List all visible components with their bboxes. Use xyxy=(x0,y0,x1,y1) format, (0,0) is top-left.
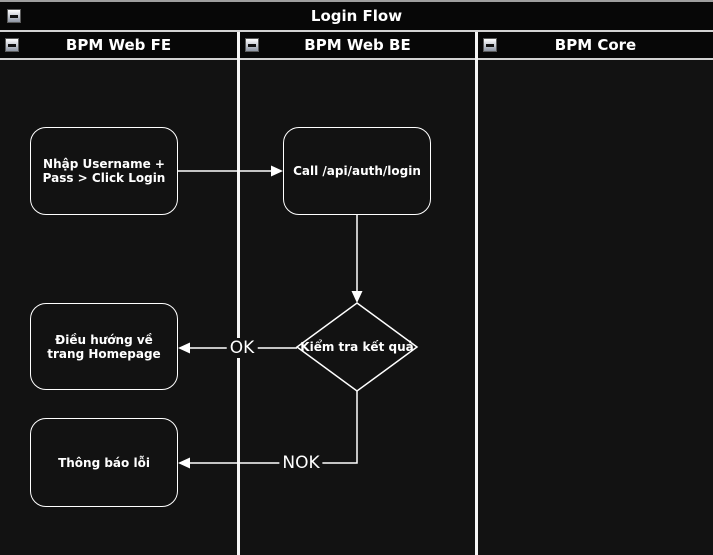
node-label: Thông báo lỗi xyxy=(58,455,150,470)
node-label: Call /api/auth/login xyxy=(293,164,421,178)
node-call-login-api[interactable]: Call /api/auth/login xyxy=(283,127,431,215)
lane-separator-be-core xyxy=(475,32,478,555)
arrowhead-right-icon xyxy=(271,165,283,177)
lane-label-core: BPM Core xyxy=(554,36,637,54)
edge-label-ok[interactable]: OK xyxy=(226,338,258,358)
header-separator xyxy=(0,58,713,60)
minus-icon xyxy=(8,43,16,47)
lane-label-be: BPM Web BE xyxy=(304,36,411,54)
edge-label-nok[interactable]: NOK xyxy=(279,453,323,473)
node-enter-credentials[interactable]: Nhập Username + Pass > Click Login xyxy=(30,127,178,215)
node-error-message[interactable]: Thông báo lỗi xyxy=(30,418,178,507)
arrowhead-left-icon xyxy=(178,457,190,469)
lane-label-fe: BPM Web FE xyxy=(65,36,172,54)
lane-header-bpm-core[interactable]: BPM Core xyxy=(478,32,713,58)
arrowhead-left-icon xyxy=(178,342,190,354)
decision-node-shape[interactable] xyxy=(295,302,419,392)
pool-title-bar: Login Flow xyxy=(0,2,713,30)
lane-fe-collapse-button[interactable] xyxy=(5,38,19,52)
node-redirect-homepage[interactable]: Điều hướng về trang Homepage xyxy=(30,303,178,390)
lane-be-collapse-button[interactable] xyxy=(245,38,259,52)
node-label: Điều hướng về trang Homepage xyxy=(47,332,161,361)
node-label: Nhập Username + Pass > Click Login xyxy=(42,157,166,185)
connector-check-error xyxy=(189,391,358,464)
lane-header-bpm-web-fe[interactable]: BPM Web FE xyxy=(0,32,237,58)
minus-icon xyxy=(10,14,18,18)
lane-separator-fe-be xyxy=(237,32,240,555)
pool-collapse-button[interactable] xyxy=(7,9,21,23)
lane-header-bpm-web-be[interactable]: BPM Web BE xyxy=(240,32,475,58)
diagram-title: Login Flow xyxy=(310,7,403,25)
title-separator xyxy=(0,30,713,32)
canvas-top-edge xyxy=(0,0,713,2)
arrowhead-down-icon xyxy=(351,291,363,303)
minus-icon xyxy=(248,43,256,47)
minus-icon xyxy=(486,43,494,47)
lane-core-collapse-button[interactable] xyxy=(483,38,497,52)
